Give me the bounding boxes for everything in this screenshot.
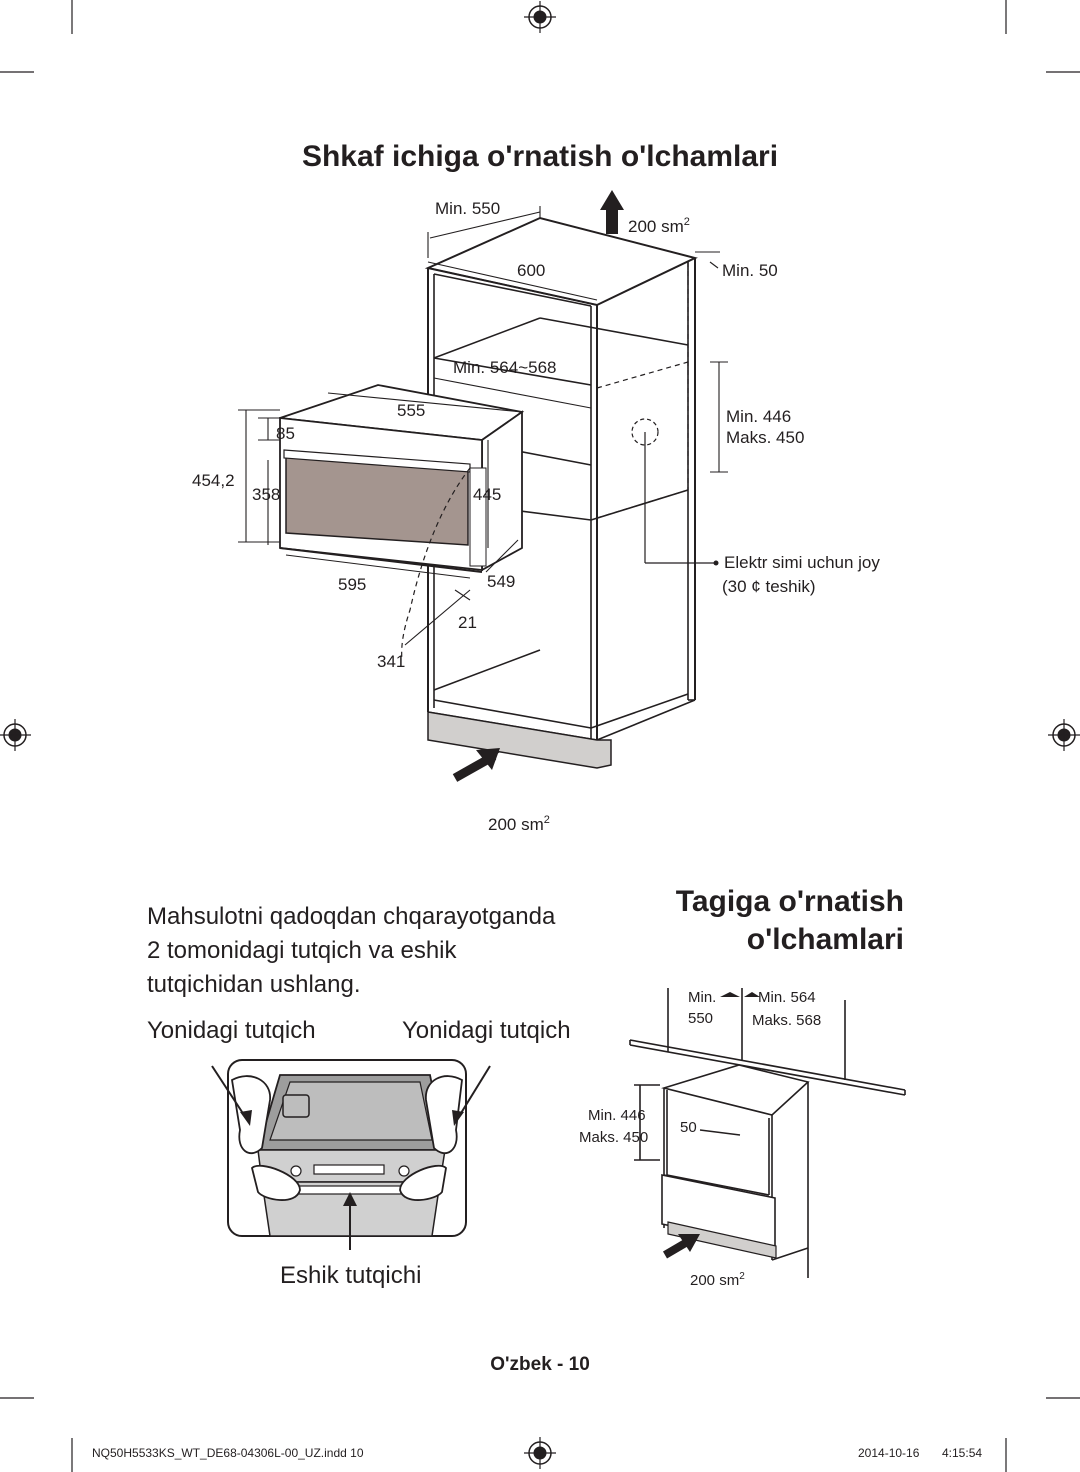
cabinet-installation-diagram: Min. 550 200 sm2 600 Min. 50 Min. 564~56… (192, 190, 880, 834)
dim-358: 358 (252, 485, 280, 504)
title-under-line-1: Tagiga o'rnatish (675, 885, 904, 918)
dim-min50: Min. 50 (722, 261, 778, 280)
power-hole-label-2: (30 ¢ teshik) (722, 577, 816, 596)
under-dim-maks450: Maks. 450 (579, 1129, 648, 1146)
side-handle-label-left: Yonidagi tutqich (147, 1017, 316, 1044)
cabinet-plinth (427, 711, 612, 769)
under-dim-min: Min. (688, 989, 716, 1006)
side-handle-label-right: Yonidagi tutqich (402, 1017, 571, 1044)
instruction-line: Mahsulotni qadoqdan chqarayotganda (147, 903, 556, 930)
lifting-oven-illustration (211, 1059, 491, 1250)
dim-454: 454,2 (192, 471, 235, 490)
dim-maks450: Maks. 450 (726, 428, 804, 447)
dim-21: 21 (458, 613, 477, 632)
title-under-line-2: o'lchamlari (746, 923, 904, 956)
registration-mark-left (0, 719, 31, 751)
instruction-line: tutqichidan ushlang. (147, 971, 361, 998)
dim-341: 341 (377, 652, 405, 671)
registration-mark-top (524, 1, 556, 33)
dim-549: 549 (487, 572, 515, 591)
page-title-cabinet: Shkaf ichiga o'rnatish o'lchamlari (301, 140, 779, 173)
under-dim-50: 50 (680, 1119, 697, 1136)
dim-600: 600 (517, 261, 545, 280)
under-dim-vent: 200 sm2 (690, 1271, 745, 1289)
power-hole-label-1: Elektr simi uchun joy (724, 553, 880, 572)
under-counter-installation-diagram: Min. 550 Min. 564 Maks. 568 Min. 446 Mak… (579, 988, 906, 1289)
instruction-line: 2 tomonidagi tutqich va eshik (147, 937, 457, 964)
slug-filename: NQ50H5533KS_WT_DE68-04306L-00_UZ.indd 10 (92, 1446, 364, 1460)
page-title-under-counter: Tagiga o'rnatish o'lchamlari (676, 883, 904, 959)
door-handle-label: Eshik tutqichi (280, 1262, 422, 1289)
power-cable-hole (631, 418, 659, 446)
dim-min446: Min. 446 (726, 407, 791, 426)
dim-564-568: Min. 564~568 (453, 358, 557, 377)
under-dim-min446: Min. 446 (588, 1107, 646, 1124)
registration-mark-bottom (524, 1437, 556, 1469)
under-dim-550: 550 (688, 1010, 713, 1027)
page-number: O'zbek - 10 (490, 1354, 590, 1375)
dim-445: 445 (473, 485, 501, 504)
dim-555: 555 (397, 401, 425, 420)
slug-time: 4:15:54 (942, 1446, 983, 1460)
dim-min550: Min. 550 (435, 199, 500, 218)
dim-vent-top: 200 sm2 (628, 216, 690, 236)
under-dim-min564: Min. 564 (758, 989, 816, 1006)
slug-date: 2014-10-16 (858, 1446, 920, 1460)
registration-mark-right (1048, 719, 1080, 751)
unpacking-instructions: Mahsulotni qadoqdan chqarayotganda 2 tom… (147, 900, 555, 1002)
dim-85: 85 (276, 424, 295, 443)
dim-vent-bottom: 200 sm2 (488, 814, 550, 834)
dim-595: 595 (338, 575, 366, 594)
under-dim-maks568: Maks. 568 (752, 1012, 821, 1029)
